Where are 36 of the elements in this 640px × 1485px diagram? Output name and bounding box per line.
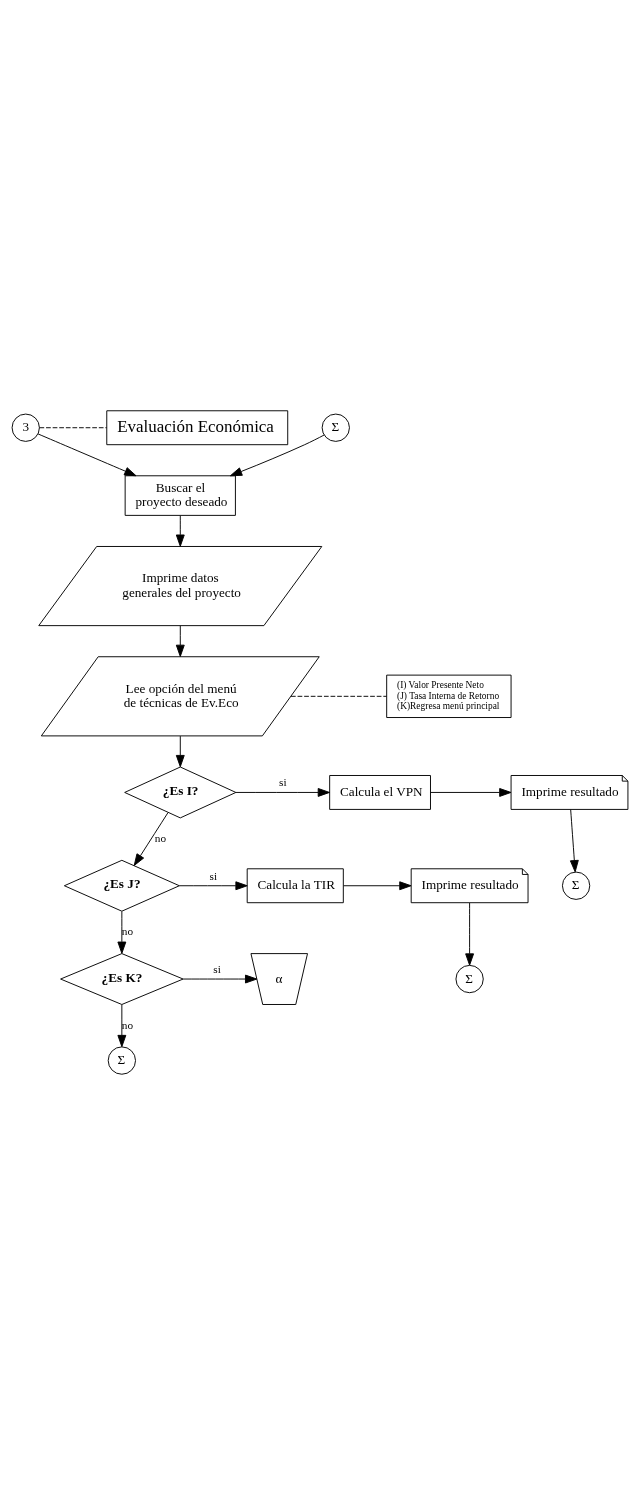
node-diamond: ¿Es K? [60, 953, 184, 1005]
node-box: Calcula el VPN [329, 775, 431, 810]
edge-label: si [279, 776, 287, 789]
node-box: Evaluación Económica [106, 410, 289, 446]
arrow [37, 433, 137, 477]
edge-label: no [121, 1018, 134, 1031]
arrow [178, 881, 248, 891]
node-box: Calcula la TIR [246, 868, 344, 904]
node-diamond: ¿Es I? [124, 766, 237, 819]
node-diamond: ¿Es J? [63, 859, 180, 912]
arrow [465, 902, 475, 966]
edge-label: no [154, 832, 167, 845]
arrow [175, 515, 185, 547]
connector [39, 427, 108, 429]
connector [290, 695, 388, 697]
arrow [182, 974, 258, 984]
node-circle: 3 [11, 413, 40, 442]
arrow [569, 809, 579, 873]
edge-label: si [209, 869, 218, 882]
arrow [117, 1004, 127, 1048]
arrow [175, 735, 185, 768]
node-circle: Σ [107, 1046, 136, 1075]
node-circle: Σ [455, 964, 484, 994]
node-circle: Σ [321, 413, 350, 442]
arrow [117, 910, 127, 954]
node-box: (I) Valor Presente Neto (J) Tasa Interna de Retorno (K)Regresa menú principal [386, 674, 512, 718]
arrow [133, 812, 169, 866]
edge-label: si [213, 963, 221, 976]
node-box: Buscar el proyecto deseado [124, 475, 236, 516]
arrow [235, 788, 330, 797]
edge-label: no [121, 925, 134, 938]
node-circle: Σ [561, 871, 591, 900]
arrow [175, 625, 185, 657]
arrow [343, 881, 412, 891]
arrow [430, 788, 512, 797]
arrow [229, 434, 325, 477]
